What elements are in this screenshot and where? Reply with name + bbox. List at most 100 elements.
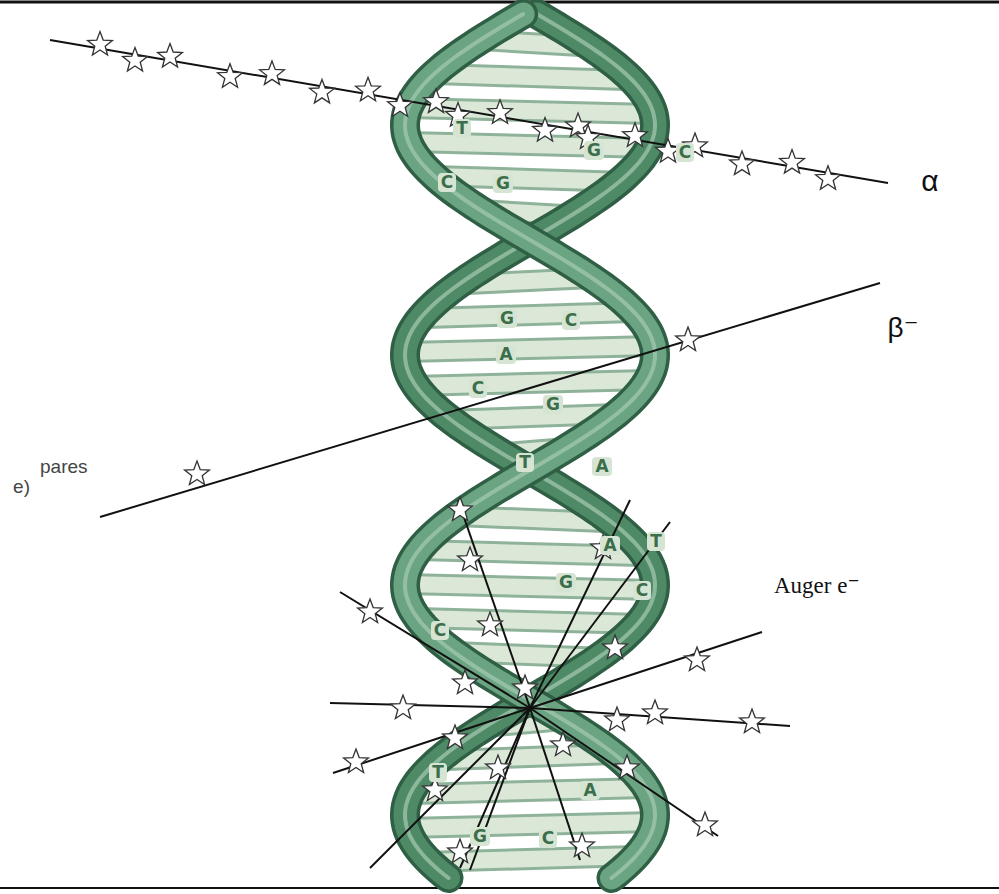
ionization-star (358, 599, 383, 623)
auger-track (530, 632, 762, 708)
base-letter: A (600, 536, 619, 555)
ionization-star (685, 647, 710, 671)
ionization-star (533, 118, 558, 142)
beta-track (100, 283, 880, 517)
ionization-star (448, 497, 473, 521)
frame-rule (0, 1, 999, 4)
base-letter: G (543, 395, 563, 414)
base-pair (446, 754, 614, 760)
ionization-star (486, 755, 511, 779)
auger-track (458, 500, 530, 708)
track-label: pares (40, 457, 88, 476)
base-pair (405, 584, 655, 590)
base-letter: C (539, 829, 557, 848)
ionization-star (388, 93, 413, 117)
base-letter: C (633, 581, 651, 600)
backbone-strand (405, 14, 655, 878)
base-letter: A (592, 457, 611, 476)
ionization-star (356, 77, 381, 101)
backbone-highlight (405, 14, 655, 878)
ionization-star (816, 166, 841, 190)
ionization-star (458, 547, 483, 571)
ionization-star (551, 732, 576, 756)
base-letter: G (470, 827, 490, 846)
base-letter: T (647, 532, 665, 551)
base-pair (417, 618, 642, 624)
backbone-strand (405, 14, 655, 878)
ionization-star (643, 700, 668, 724)
base-pair (426, 312, 634, 318)
auger-track (530, 708, 580, 860)
base-pair (434, 74, 626, 80)
ionization-star (391, 695, 416, 719)
ionization-star (623, 123, 648, 147)
base-letter: C (676, 143, 694, 162)
base-pair (406, 346, 654, 352)
base-letter: G (584, 141, 604, 160)
base-pair (426, 312, 634, 318)
ionization-star (780, 150, 805, 174)
base-pair (412, 380, 648, 386)
ionization-star (448, 839, 473, 863)
base-letter: G (556, 573, 576, 592)
base-pair (406, 822, 655, 828)
ionization-star (218, 64, 243, 87)
base-letter: C (562, 311, 580, 330)
base-pair (406, 346, 654, 352)
track-label: e) (13, 477, 30, 496)
auger-track (340, 592, 530, 708)
particle-tracks (50, 40, 888, 870)
base-pair (412, 380, 648, 386)
ionization-star (603, 635, 628, 659)
ionization-star (443, 725, 468, 749)
base-letter: C (469, 379, 487, 398)
base-pair (446, 754, 614, 760)
auger-track (470, 708, 530, 870)
ionization-star (693, 812, 718, 836)
auger-track (530, 500, 630, 708)
ionization-star (676, 327, 701, 351)
base-pair (408, 142, 651, 148)
base-pair (408, 142, 651, 148)
auger-track (530, 708, 718, 836)
base-pair (406, 822, 655, 828)
base-letter: T (429, 763, 447, 782)
base-letter: A (580, 781, 599, 800)
ionization-star (478, 612, 503, 636)
ionization-star (158, 44, 183, 68)
base-letter: C (438, 173, 456, 192)
auger-track (330, 703, 530, 708)
auger-track (370, 708, 530, 868)
ionization-star (513, 675, 538, 699)
base-pair (405, 584, 655, 590)
ionization-star (740, 709, 765, 733)
ionization-star (730, 151, 755, 175)
base-pair (434, 74, 626, 80)
ionization-star (123, 48, 148, 72)
track-label: Auger e⁻ (774, 574, 860, 597)
base-letter: A (496, 345, 515, 364)
backbone-strand (405, 14, 655, 878)
ionization-star (570, 833, 595, 857)
backbone-strand (405, 14, 655, 878)
ionization-star (185, 461, 210, 485)
track-label: α (921, 166, 938, 196)
alpha-track (50, 40, 888, 183)
base-letter: T (453, 119, 471, 138)
ionization-star (260, 61, 285, 85)
base-letter: G (497, 309, 517, 328)
base-pair (417, 618, 642, 624)
ionization-star (344, 749, 369, 773)
backbone-highlight (405, 14, 655, 878)
track-label: β⁻ (888, 314, 919, 342)
ionization-events (88, 32, 841, 863)
ionization-star (605, 707, 630, 731)
double-helix (405, 14, 655, 878)
base-letter: C (431, 621, 449, 640)
auger-track (460, 708, 530, 868)
ionization-star (310, 79, 335, 103)
base-letter: T (516, 453, 534, 472)
ionization-star (424, 89, 449, 113)
